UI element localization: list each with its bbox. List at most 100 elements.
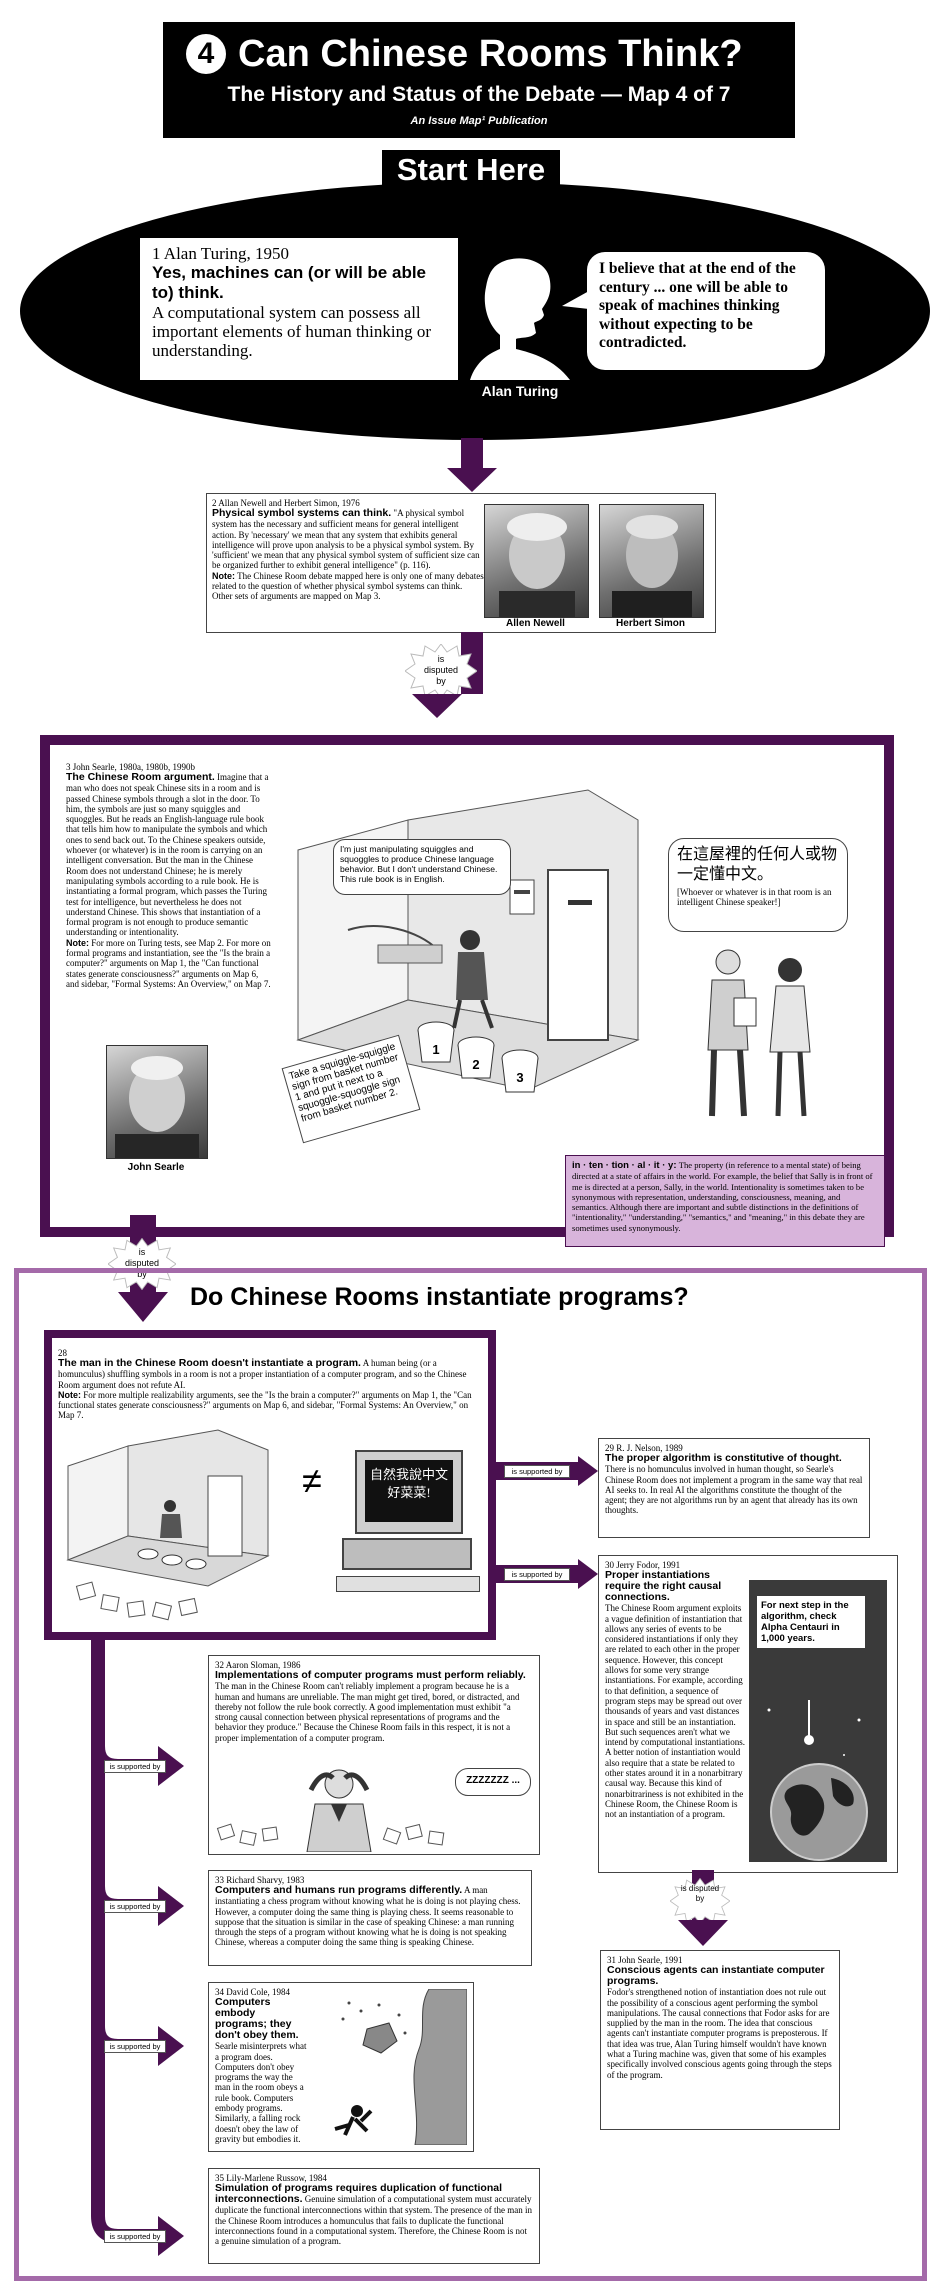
claim30-box: 30 Jerry Fodor, 1991 Proper instantiatio… bbox=[598, 1555, 898, 1873]
claim32-body: The man in the Chinese Room can't reliab… bbox=[215, 1681, 520, 1743]
newell-simon-note: The Chinese Room debate mapped here is o… bbox=[212, 570, 484, 602]
earth-illustration bbox=[767, 1700, 868, 1861]
claim30-body: The Chinese Room argument exploits a vag… bbox=[605, 1603, 745, 1820]
claim35-citation: 35 Lily-Marlene Russow, 1984 bbox=[215, 2173, 327, 2183]
disputed-burst-1: is disputed by bbox=[405, 644, 477, 698]
claim34-claim: Computers embody programs; they don't ob… bbox=[215, 1996, 299, 2042]
supported-label-35: is supported by bbox=[104, 2230, 166, 2243]
claim34-box: 34 David Cole, 1984 Computers embody pro… bbox=[208, 1982, 474, 2152]
disputed-label-2: is disputed by bbox=[124, 1247, 160, 1279]
claim30-claim: Proper instantiations require the right … bbox=[605, 1569, 722, 1604]
turing-quote-bubble: I believe that at the end of the century… bbox=[587, 252, 825, 370]
snore-text: ZZZZZZZ ... bbox=[466, 1775, 520, 1786]
supported-label-30: is supported by bbox=[504, 1568, 570, 1581]
claim33-citation: 33 Richard Sharvy, 1983 bbox=[215, 1875, 305, 1885]
intentionality-term: in · ten · tion · al · it · y: bbox=[572, 1160, 677, 1171]
chinese-speech-text: 在這屋裡的任何人或物一定懂中文。 bbox=[677, 846, 838, 883]
claim34-citation: 34 David Cole, 1984 bbox=[215, 1987, 290, 1997]
arrow-right-29 bbox=[578, 1456, 598, 1486]
snore-bubble: ZZZZZZZ ... bbox=[455, 1768, 531, 1796]
searle-body: Imagine that a man who does not speak Ch… bbox=[66, 772, 269, 938]
man-speech-text: I'm just manipulating squiggles and squo… bbox=[340, 844, 498, 884]
start-here-label: Start Here bbox=[382, 148, 560, 190]
connector-1 bbox=[461, 438, 483, 472]
disputed-burst-2: is disputed by bbox=[108, 1238, 176, 1290]
claim31-body: Fodor's strengthened notion of instantia… bbox=[607, 1987, 832, 2080]
claim31-citation: 31 John Searle, 1991 bbox=[607, 1955, 683, 1965]
claim30-citation: 30 Jerry Fodor, 1991 bbox=[605, 1560, 681, 1570]
newell-simon-note-label: Note: bbox=[212, 570, 235, 581]
claim28-number: 28 bbox=[58, 1348, 67, 1358]
allen-newell-photo bbox=[484, 504, 589, 618]
chinese-speakers-bubble: 在這屋裡的任何人或物一定懂中文。 [Whoever or whatever is… bbox=[668, 838, 848, 932]
arrow-down-31 bbox=[678, 1920, 728, 1946]
claim33-box: 33 Richard Sharvy, 1983 Computers and hu… bbox=[208, 1870, 532, 1966]
arrow-down-3 bbox=[118, 1292, 168, 1322]
searle-citation: 3 John Searle, 1980a, 1980b, 1990b bbox=[66, 762, 195, 772]
basket-1-label: 1 bbox=[432, 1042, 439, 1057]
disputed-label-3: is disputed by bbox=[680, 1884, 720, 1903]
claim29-citation: 29 R. J. Nelson, 1989 bbox=[605, 1443, 683, 1453]
claim29-claim: The proper algorithm is constitutive of … bbox=[605, 1452, 842, 1465]
claim34-body: Searle misinterprets what a program does… bbox=[215, 2041, 307, 2144]
turing-name: Alan Turing bbox=[481, 383, 559, 399]
supported-label-29: is supported by bbox=[504, 1465, 570, 1478]
chinese-speakers bbox=[707, 949, 811, 1117]
basket-3-label: 3 bbox=[516, 1070, 523, 1085]
john-searle-photo bbox=[106, 1045, 208, 1159]
header-banner: 4 Can Chinese Rooms Think? The History a… bbox=[163, 22, 795, 138]
herbert-simon-caption: Herbert Simon bbox=[616, 618, 685, 629]
computer-monitor: 自然我說中文好菜菜! bbox=[355, 1450, 463, 1534]
supported-label-32: is supported by bbox=[104, 1760, 166, 1773]
left-trunk bbox=[91, 1636, 184, 2256]
basket-2-label: 2 bbox=[472, 1057, 479, 1072]
claim28-note-label: Note: bbox=[58, 1389, 81, 1400]
claim31-claim: Conscious agents can instantiate compute… bbox=[607, 1964, 825, 1988]
searle-note-label: Note: bbox=[66, 937, 89, 948]
newell-simon-body: "A physical symbol system has the necess… bbox=[212, 508, 480, 571]
disputed-burst-3: is disputed by bbox=[670, 1878, 730, 1924]
arrow-right-30 bbox=[578, 1559, 598, 1589]
claim28-room-illustration bbox=[66, 1429, 270, 1621]
newell-simon-citation: 2 Allan Newell and Herbert Simon, 1976 bbox=[212, 498, 360, 508]
claim29-body: There is no homunculus involved in human… bbox=[605, 1464, 863, 1516]
herbert-simon-photo bbox=[599, 504, 704, 618]
claim32-citation: 32 Aaron Sloman, 1986 bbox=[215, 1660, 301, 1670]
searle-note: For more on Turing tests, see Map 2. For… bbox=[66, 937, 271, 989]
section-title: Do Chinese Rooms instantiate programs? bbox=[190, 1283, 689, 1311]
claim33-claim: Computers and humans run programs differ… bbox=[215, 1884, 463, 1897]
turing-citation: 1 Alan Turing, 1950 bbox=[152, 244, 289, 263]
allen-newell-caption: Allen Newell bbox=[506, 618, 565, 629]
claim28-text: 28 The man in the Chinese Room doesn't i… bbox=[58, 1348, 482, 1421]
claim28-not-equal: ≠ bbox=[302, 1460, 322, 1501]
newell-simon-claim: Physical symbol systems can think. bbox=[212, 507, 392, 520]
alpha-centauri-panel: For next step in the algorithm, check Al… bbox=[749, 1580, 887, 1862]
claim32-claim: Implementations of computer programs mus… bbox=[215, 1669, 526, 1682]
turing-silhouette bbox=[470, 258, 570, 380]
searle-claim: The Chinese Room argument. bbox=[66, 771, 215, 784]
intentionality-definition: The property (in reference to a mental s… bbox=[572, 1160, 873, 1233]
claim29-box: 29 R. J. Nelson, 1989 The proper algorit… bbox=[598, 1438, 870, 1538]
arrow-down-1 bbox=[447, 468, 497, 492]
computer-base bbox=[342, 1538, 472, 1570]
turing-quote: I believe that at the end of the century… bbox=[599, 260, 796, 351]
page-title: Can Chinese Rooms Think? bbox=[238, 33, 743, 75]
john-searle-caption: John Searle bbox=[127, 1162, 185, 1173]
claim35-body: Genuine simulation of a computational sy… bbox=[215, 2194, 532, 2247]
turing-claim-box: 1 Alan Turing, 1950 Yes, machines can (o… bbox=[140, 238, 458, 380]
turing-claim: Yes, machines can (or will be able to) t… bbox=[152, 263, 427, 302]
computer-keyboard bbox=[336, 1576, 480, 1592]
newell-simon-box: 2 Allan Newell and Herbert Simon, 1976 P… bbox=[206, 493, 716, 633]
supported-label-33: is supported by bbox=[104, 1900, 166, 1913]
falling-rock-illustration bbox=[334, 1989, 467, 2145]
disputed-label-1: is disputed by bbox=[423, 654, 459, 686]
claim32-box: 32 Aaron Sloman, 1986 Implementations of… bbox=[208, 1655, 540, 1855]
claim28-body: A human being (or a homunculus) shufflin… bbox=[58, 1358, 467, 1390]
computer-screen-text: 自然我說中文好菜菜! bbox=[365, 1460, 453, 1522]
chinese-speech-translation: [Whoever or whatever is in that room is … bbox=[677, 887, 832, 908]
man-speech-bubble: I'm just manipulating squiggles and squo… bbox=[333, 839, 511, 895]
claim28-claim: The man in the Chinese Room doesn't inst… bbox=[58, 1357, 361, 1370]
claim31-box: 31 John Searle, 1991 Conscious agents ca… bbox=[600, 1950, 840, 2130]
searle-text: 3 John Searle, 1980a, 1980b, 1990b The C… bbox=[66, 762, 272, 989]
arrow-down-2 bbox=[412, 694, 462, 718]
